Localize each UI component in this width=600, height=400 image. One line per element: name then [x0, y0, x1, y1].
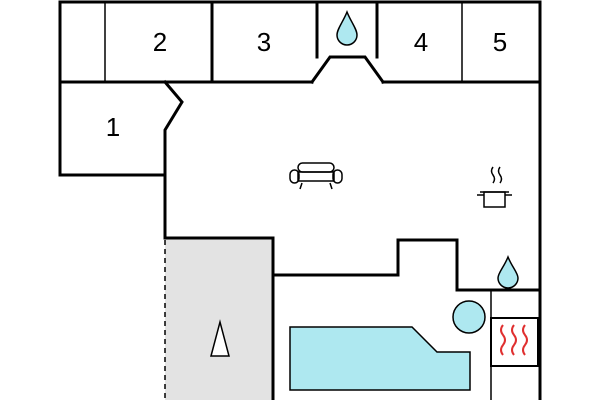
room-3-label: 3	[257, 27, 271, 57]
cooking-pot-icon	[477, 166, 512, 208]
sofa-icon	[289, 162, 343, 190]
water-drop-icon	[336, 9, 358, 46]
room-5-label: 5	[493, 27, 507, 57]
pool-icon	[289, 326, 471, 391]
room-2-label: 2	[153, 27, 167, 57]
water-drop-icon-bathroom	[497, 254, 519, 289]
room-4-label: 4	[414, 27, 428, 57]
terrace	[164, 238, 273, 400]
terrace-area	[165, 238, 273, 400]
hot-tub-icon	[452, 300, 486, 334]
room-1-label: 1	[106, 112, 120, 142]
terrace-arrow-icon	[210, 319, 230, 357]
walls	[58, 0, 542, 400]
sauna-icon	[490, 317, 539, 367]
